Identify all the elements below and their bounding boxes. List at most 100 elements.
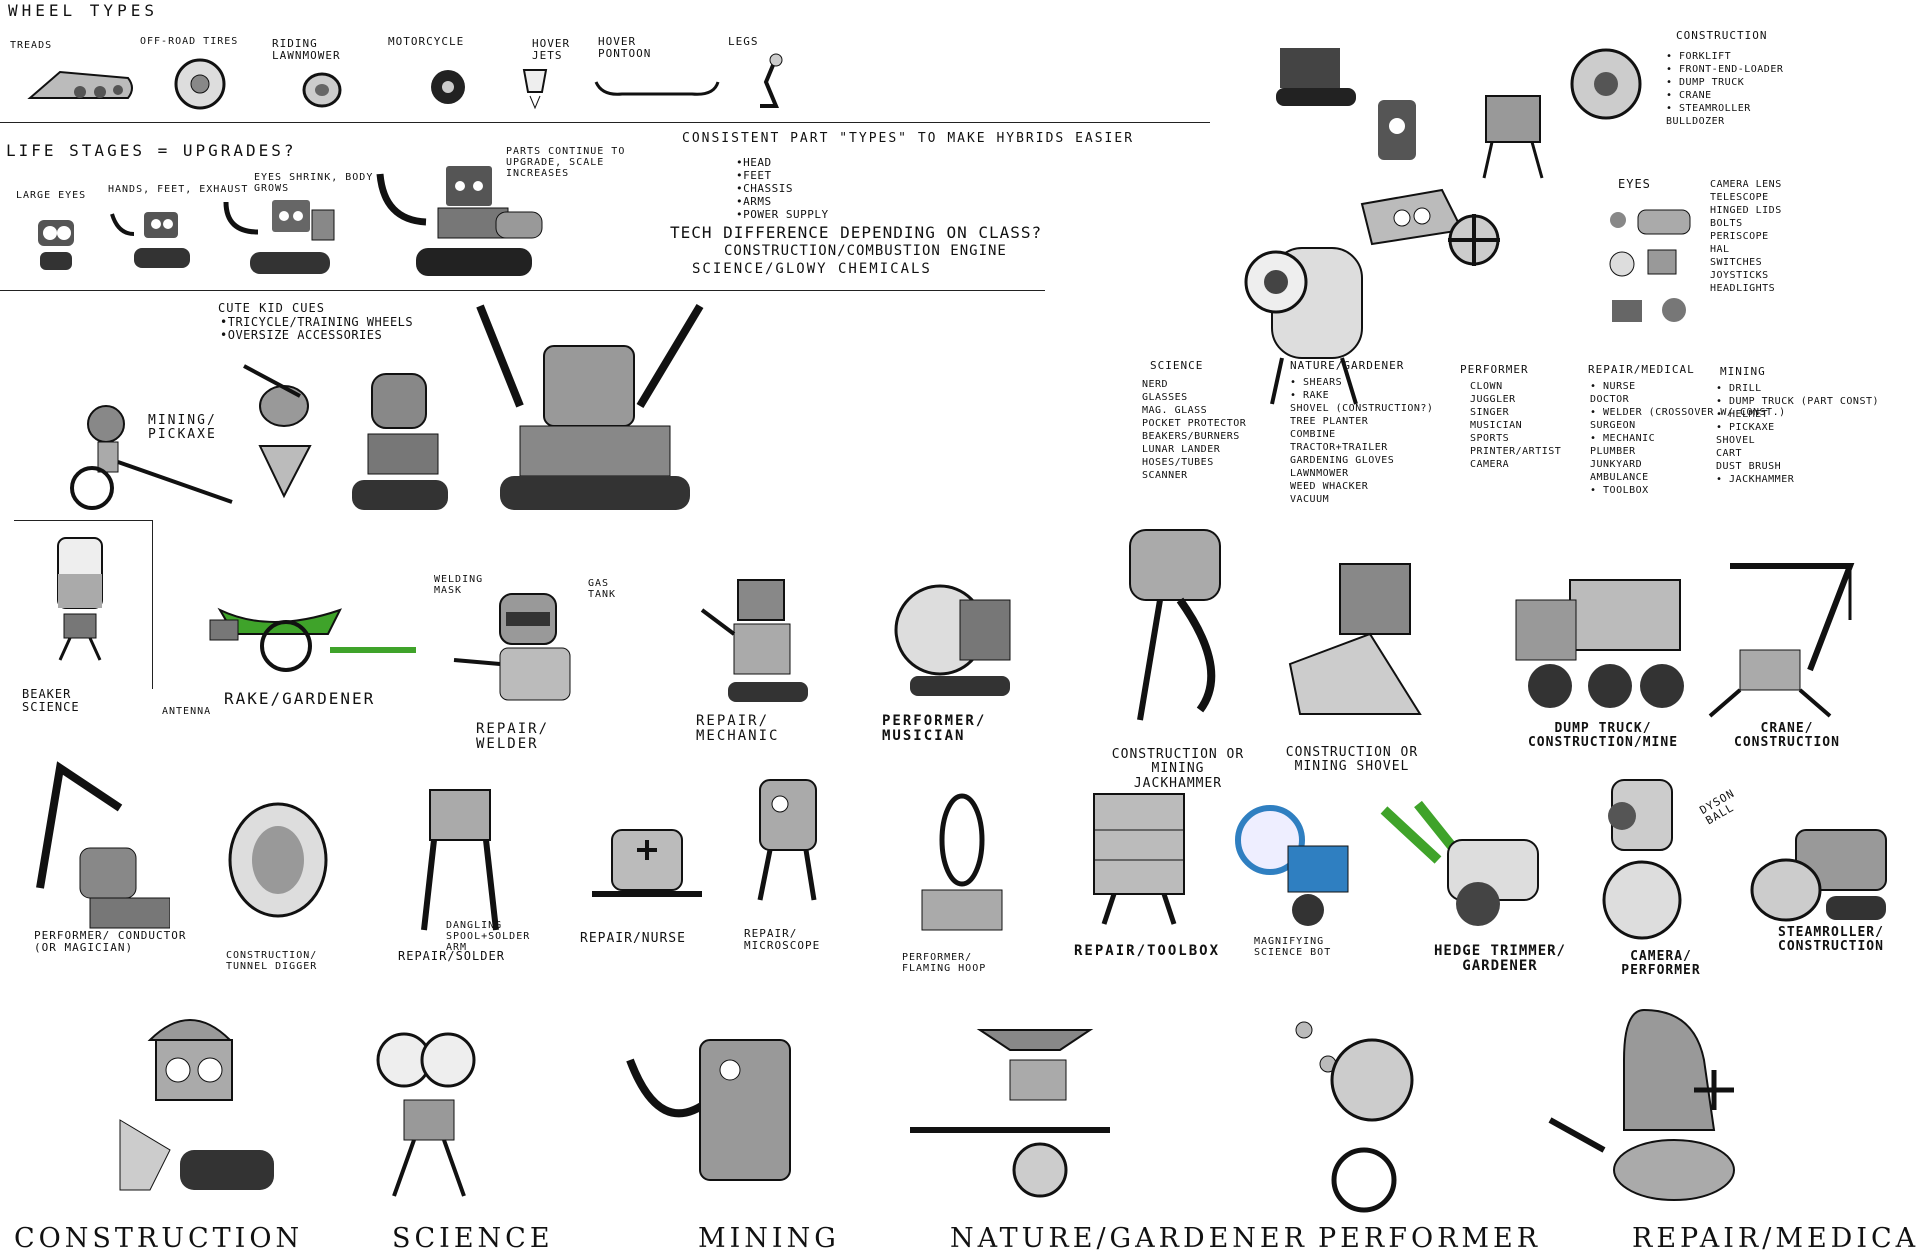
construction-list: • FORKLIFT • FRONT-END-LOADER • DUMP TRU… xyxy=(1666,50,1783,128)
label-hedge-trimmer: HEDGE TRIMMER/ GARDENER xyxy=(1433,943,1566,975)
list-item: GLASSES xyxy=(1142,392,1188,403)
tech-item-construction: CONSTRUCTION/COMBUSTION ENGINE xyxy=(724,243,1007,259)
motorcycle-wheel-sketch xyxy=(428,66,468,108)
label-dangling-spool: DANGLING SPOOL+SOLDER ARM xyxy=(446,920,531,953)
list-item: •POWER SUPPLY xyxy=(736,208,829,221)
list-item: • RAKE xyxy=(1290,390,1330,401)
kid-cues-title: CUTE KID CUES xyxy=(218,301,325,315)
list-item: VACUUM xyxy=(1290,494,1330,505)
tunnel-digger-sketch xyxy=(218,800,348,950)
list-item: CLOWN xyxy=(1470,381,1503,392)
list-item: HINGED LIDS xyxy=(1710,205,1782,216)
list-item: • DRILL xyxy=(1716,383,1762,394)
list-item: • WELDER (CROSSOVER W/ CONST.) xyxy=(1590,407,1786,418)
list-item: LAWNMOWER xyxy=(1290,468,1349,479)
list-item: • NURSE xyxy=(1590,381,1636,392)
camera-lens-robot-sketch xyxy=(1232,228,1382,408)
list-item: • HELMET xyxy=(1716,409,1769,420)
treads-sketch xyxy=(20,64,140,108)
hover-pontoon-sketch xyxy=(592,76,722,100)
list-item: BEAKERS/BURNERS xyxy=(1142,431,1240,442)
stage-label-4: PARTS CONTINUE TO UPGRADE, SCALE INCREAS… xyxy=(506,146,626,179)
label-repair-mechanic: REPAIR/ MECHANIC xyxy=(696,713,780,745)
tech-item-science: SCIENCE/GLOWY CHEMICALS xyxy=(692,261,932,277)
forklift-tank-sketch xyxy=(1270,28,1370,110)
part-types-list: •HEAD •FEET •CHASSIS •ARMS •POWER SUPPLY xyxy=(736,156,829,221)
list-item: •FEET xyxy=(736,169,772,182)
list-item: •CHASSIS xyxy=(736,182,793,195)
stage3-robot-sketch xyxy=(222,196,342,278)
list-item: CART xyxy=(1716,448,1743,459)
class-label-science: SCIENCE xyxy=(392,1223,554,1254)
performer-list: CLOWN JUGGLER SINGER MUSICIAN SPORTS PRI… xyxy=(1470,380,1561,471)
legs-sketch xyxy=(746,52,790,116)
list-item: GARDENING GLOVES xyxy=(1290,455,1395,466)
tech-difference-title: TECH DIFFERENCE DEPENDING ON CLASS? xyxy=(670,223,1043,242)
list-item: COMBINE xyxy=(1290,429,1336,440)
stage-label-1: LARGE EYES xyxy=(16,190,87,201)
stage1-robot-sketch xyxy=(30,216,82,274)
part-types-title: CONSISTENT PART "TYPES" TO MAKE HYBRIDS … xyxy=(682,131,1135,146)
steamroller-sketch xyxy=(1746,820,1896,930)
list-item: JUNKYARD xyxy=(1590,459,1643,470)
list-item: JUGGLER xyxy=(1470,394,1516,405)
label-repair-welder: REPAIR/ WELDER xyxy=(476,721,550,753)
list-item: •ARMS xyxy=(736,195,772,208)
list-item: TELESCOPE xyxy=(1710,192,1769,203)
wheel-label-hover-pontoon: HOVER PONTOON xyxy=(598,35,652,61)
list-item: •HEAD xyxy=(736,156,772,169)
flaming-hoop-sketch xyxy=(902,780,1022,950)
conductor-robot-sketch xyxy=(20,748,170,938)
list-item: DOCTOR xyxy=(1590,394,1630,405)
mechanic-robot-sketch xyxy=(698,570,828,710)
wheel-label-hover-jets: HOVER JETS xyxy=(532,37,571,63)
nurse-robot-sketch xyxy=(582,810,712,920)
list-item: NERD xyxy=(1142,379,1169,390)
performer-list-title: PERFORMER xyxy=(1460,363,1529,376)
cross-robot-sketch xyxy=(1434,190,1514,290)
list-item: • FRONT-END-LOADER xyxy=(1666,64,1784,75)
list-item: SURGEON xyxy=(1590,420,1636,431)
label-repair-toolbox: REPAIR/TOOLBOX xyxy=(1074,943,1221,959)
label-gas-tank: GAS TANK xyxy=(588,578,617,600)
microscope-robot-sketch xyxy=(740,770,840,910)
class-label-nature: NATURE/GARDENER xyxy=(950,1223,1308,1254)
wheel-label-offroad: OFF-ROAD TIRES xyxy=(140,36,239,47)
list-item: HEADLIGHTS xyxy=(1710,283,1776,294)
list-item: PRINTER/ARTIST xyxy=(1470,446,1562,457)
stage-label-3: EYES SHRINK, BODY GROWS xyxy=(254,172,374,194)
list-item: PLUMBER xyxy=(1590,446,1636,457)
list-item: TREE PLANTER xyxy=(1290,416,1369,427)
label-crane: CRANE/ CONSTRUCTION xyxy=(1734,721,1840,751)
list-item: BULLDOZER xyxy=(1666,116,1725,127)
camera-ball-robot-sketch xyxy=(1592,776,1692,946)
mining-bot-sketch xyxy=(620,1000,810,1220)
list-item: WEED WHACKER xyxy=(1290,481,1369,492)
stage-label-2: HANDS, FEET, EXHAUST xyxy=(108,184,249,195)
list-item: AMBULANCE xyxy=(1590,472,1649,483)
list-item: DUST BRUSH xyxy=(1716,461,1782,472)
list-item: MAG. GLASS xyxy=(1142,405,1208,416)
wheel-label-lawnmower: RIDING LAWNMOWER xyxy=(272,37,341,63)
toolbox-robot-sketch xyxy=(1064,780,1214,930)
nature-list-title: NATURE/GARDENER xyxy=(1290,359,1405,372)
rake-gardener-sketch xyxy=(190,590,420,680)
wheel-label-legs: LEGS xyxy=(728,35,759,48)
divider xyxy=(0,122,1210,123)
construction-list-title: CONSTRUCTION xyxy=(1676,29,1768,42)
class-label-construction: CONSTRUCTION xyxy=(14,1223,304,1254)
list-item: POCKET PROTECTOR xyxy=(1142,418,1247,429)
eyes-list-title: EYES xyxy=(1618,177,1651,191)
robot-head-sketch xyxy=(1372,80,1422,180)
list-item: • SHEARS xyxy=(1290,377,1343,388)
robot-pickaxe-small-sketch xyxy=(240,356,330,506)
life-stages-title: LIFE STAGES = UPGRADES? xyxy=(6,141,297,160)
label-repair-microscope: REPAIR/ MICROSCOPE xyxy=(744,927,821,953)
hover-jet-sketch xyxy=(520,66,550,110)
kid-cues-list: •TRICYCLE/TRAINING WHEELS •OVERSIZE ACCE… xyxy=(220,316,413,342)
list-item: • DUMP TRUCK (PART CONST) xyxy=(1716,396,1880,407)
wheel-label-motorcycle: MOTORCYCLE xyxy=(388,35,465,48)
science-bot-sketch xyxy=(354,1000,504,1200)
list-item: SPORTS xyxy=(1470,433,1510,444)
list-item: SHOVEL xyxy=(1716,435,1756,446)
